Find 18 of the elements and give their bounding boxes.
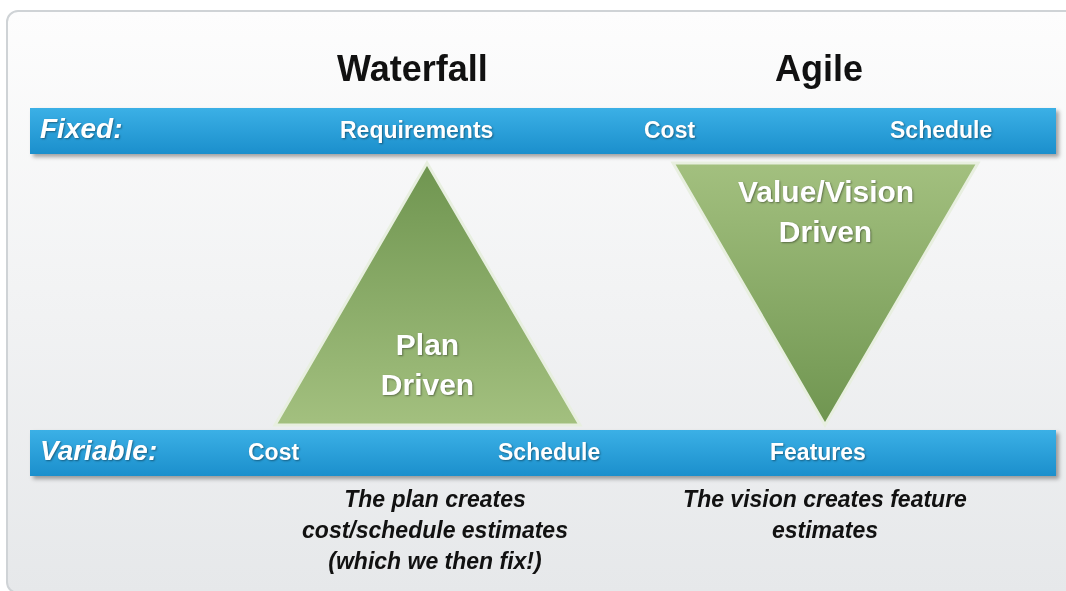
note-text: The plan creates cost/schedule estimates (which we then fix!) xyxy=(301,485,569,576)
column-heading: Agile xyxy=(775,48,863,90)
note-text: The vision creates feature estimates xyxy=(682,485,968,545)
band-item: Schedule xyxy=(498,439,601,466)
band-item: Requirements xyxy=(340,117,494,144)
band-bar xyxy=(30,430,1056,476)
row-heading: Fixed: xyxy=(40,113,123,145)
triangle-label: Value/Vision Driven xyxy=(737,174,916,250)
triangle-shape xyxy=(270,160,585,428)
row-heading: Variable: xyxy=(40,435,158,467)
band-item: Features xyxy=(770,439,866,466)
band-item: Cost xyxy=(248,439,300,466)
triangle-shape xyxy=(668,160,983,428)
band-bar xyxy=(30,108,1056,154)
triangle-label: Plan Driven xyxy=(379,327,476,403)
band-item: Cost xyxy=(644,117,696,144)
column-heading: Waterfall xyxy=(337,48,488,90)
band-item: Schedule xyxy=(890,117,993,144)
